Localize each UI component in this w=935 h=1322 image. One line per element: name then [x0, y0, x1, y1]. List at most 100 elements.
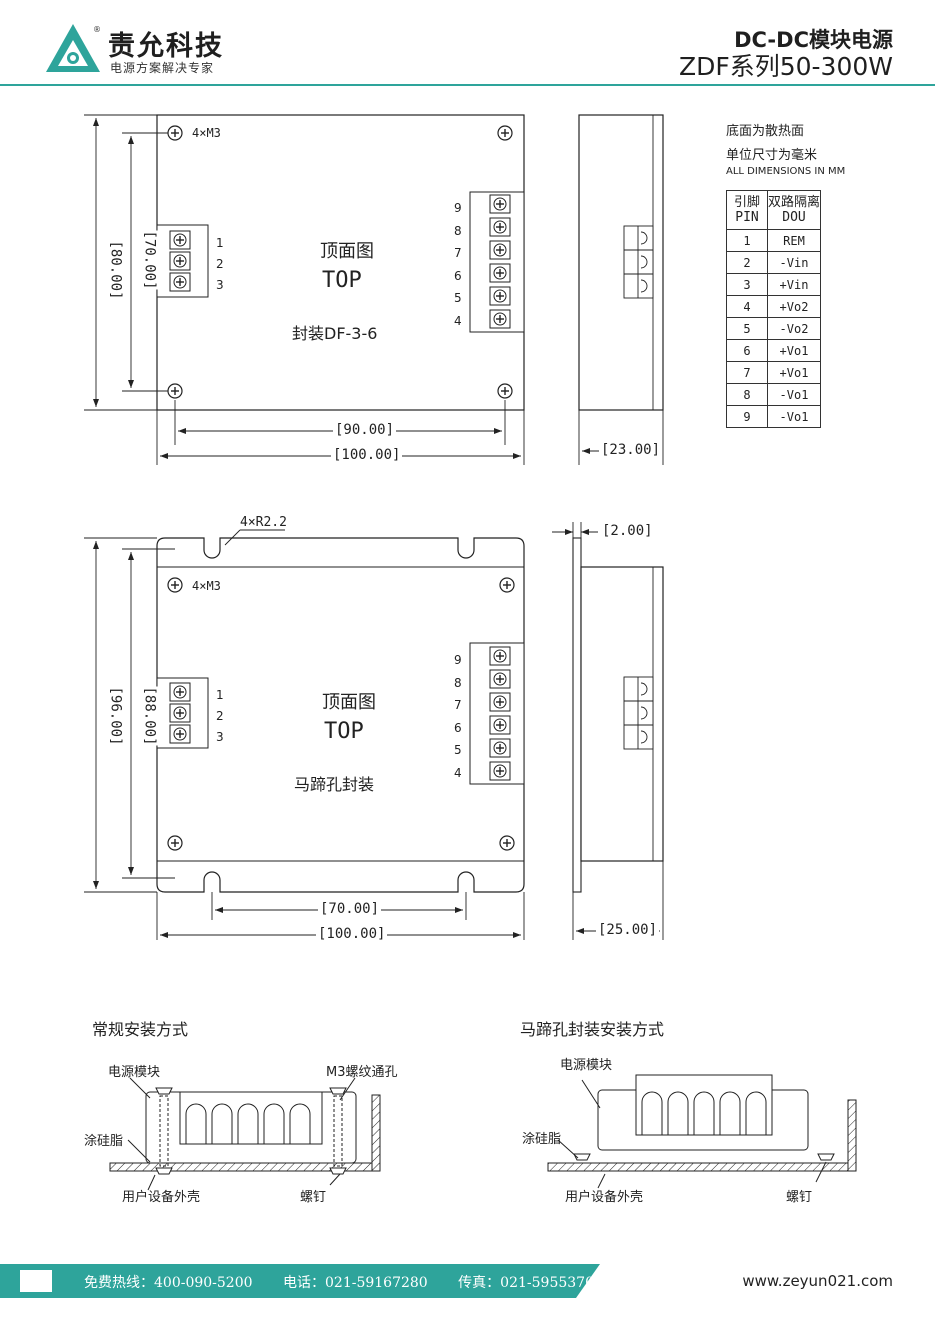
module-body-top-view	[156, 114, 525, 411]
terminal-screw-icon	[169, 724, 191, 744]
footer-hotline: 免费热线：400-090-5200	[84, 1275, 253, 1291]
footer-contact: 免费热线：400-090-5200 电话：021-59167280 传真：021…	[84, 1272, 629, 1292]
view-label-cn: 顶面图	[320, 241, 374, 262]
table-row: 6+Vo1	[726, 339, 821, 362]
mount2-label-grease: 涂硅脂	[522, 1132, 562, 1147]
pin-label: 4	[454, 765, 462, 780]
dim-width-inner: [70.00]	[318, 901, 382, 917]
pin-label: 7	[454, 698, 462, 713]
note-unit: 单位尺寸为毫米	[726, 148, 818, 163]
terminal-screw-icon	[489, 692, 511, 712]
pin-label: 4	[454, 313, 462, 328]
mount2-label-module: 电源模块	[560, 1058, 613, 1073]
left-pin-numbers: 1 2 3	[216, 685, 224, 748]
footer-icon-box	[20, 1270, 52, 1292]
mount1-label-module: 电源模块	[108, 1065, 161, 1080]
table-row: 8-Vo1	[726, 383, 821, 406]
footer-url-link[interactable]: www.zeyun021.com	[742, 1272, 893, 1290]
pin-label: 6	[454, 268, 462, 283]
terminal-screw-icon	[169, 272, 191, 292]
pin-label: 5	[454, 291, 462, 306]
terminal-screw-icon	[489, 263, 511, 283]
dim-height-inner: [88.00]	[141, 686, 158, 746]
footer-phone: 电话：021-59167280	[283, 1275, 428, 1291]
mount-screw-icon	[499, 835, 515, 851]
pin-label: 7	[454, 246, 462, 261]
footer-bar	[0, 1264, 600, 1298]
pin-function: -Vo2	[767, 317, 821, 340]
screw-spec-label: 4×M3	[192, 579, 221, 593]
terminal-screw-icon	[489, 715, 511, 735]
terminal-screw-icon	[169, 703, 191, 723]
package-label: 封装DF-3-6	[292, 324, 378, 343]
pin-label: 2	[216, 257, 224, 271]
pin-label: 8	[454, 675, 462, 690]
screw-spec-label: 4×M3	[192, 126, 221, 140]
mount-screw-icon	[497, 383, 513, 399]
mount1-label-screw: 螺钉	[300, 1190, 327, 1205]
view-label-en: TOP	[324, 719, 364, 744]
mount-screw-icon	[167, 125, 183, 141]
terminal-screw-icon	[169, 251, 191, 271]
pin-function: +Vo1	[767, 361, 821, 384]
table-row: 3+Vin	[726, 273, 821, 296]
pin-label: 5	[454, 743, 462, 758]
note-unit-en: ALL DIMENSIONS IN MM	[726, 166, 846, 177]
pin-header-en: PIN	[735, 210, 759, 225]
pin-function: REM	[767, 229, 821, 252]
pin-label: 9	[454, 653, 462, 667]
dim-depth: [23.00]	[599, 442, 663, 458]
mounting-diagrams	[109, 1074, 857, 1191]
footer-fax: 传真：021-59553702	[458, 1275, 603, 1291]
company-logo-icon	[46, 24, 100, 72]
mount-screw-icon	[167, 835, 183, 851]
header-divider	[0, 84, 935, 86]
dim-depth: [25.00]	[596, 922, 660, 938]
dim-width-outer: [100.00]	[331, 447, 403, 463]
dim-height-outer: [96.00]	[107, 686, 124, 746]
registered-mark: ®	[93, 25, 101, 34]
company-name: 责允科技	[108, 31, 224, 62]
view-label-cn: 顶面图	[322, 692, 376, 713]
mount2-label-shell: 用户设备外壳	[565, 1190, 644, 1205]
mount-screw-icon	[499, 577, 515, 593]
table-row: 9-Vo1	[726, 405, 821, 428]
table-row: 7+Vo1	[726, 361, 821, 384]
pin-label: 1	[216, 688, 224, 702]
pin-label: 9	[454, 201, 462, 215]
mount1-label-grease: 涂硅脂	[84, 1134, 124, 1149]
radius-label: 4×R2.2	[240, 515, 287, 530]
pin-label: 1	[216, 236, 224, 250]
view-label-en: TOP	[322, 268, 362, 293]
package-label: 马蹄孔封装	[294, 775, 375, 794]
terminal-screw-icon	[489, 646, 511, 666]
dim-flange: [2.00]	[600, 523, 655, 539]
mount-screw-icon	[497, 125, 513, 141]
note-bottom-heat: 底面为散热面	[726, 124, 805, 139]
pin-label: 8	[454, 223, 462, 238]
dim-height-outer: [80.00]	[107, 240, 124, 300]
terminal-screw-icon	[489, 194, 511, 214]
terminal-screw-icon	[169, 230, 191, 250]
right-pin-numbers: 9 8 7 6 5 4	[454, 649, 462, 785]
mount2-label-screw: 螺钉	[786, 1190, 813, 1205]
pin-label: 3	[216, 730, 224, 744]
mount-screw-icon	[167, 383, 183, 399]
dim-height-inner: [70.00]	[141, 230, 158, 290]
terminal-screw-icon	[489, 240, 511, 260]
table-row: 2-Vin	[726, 251, 821, 274]
pin-label: 2	[216, 709, 224, 723]
pin-label: 3	[216, 278, 224, 292]
terminal-screw-icon	[489, 761, 511, 781]
terminal-screw-icon	[489, 217, 511, 237]
right-terminal-block	[469, 191, 525, 333]
module-flange-outline	[156, 537, 525, 893]
mount1-label-hole: M3螺纹通孔	[326, 1065, 398, 1080]
pin-label: 6	[454, 720, 462, 735]
pin-function: +Vin	[767, 273, 821, 296]
terminal-screw-icon	[489, 669, 511, 689]
pin-function: -Vo1	[767, 405, 821, 428]
terminal-screw-icon	[489, 286, 511, 306]
